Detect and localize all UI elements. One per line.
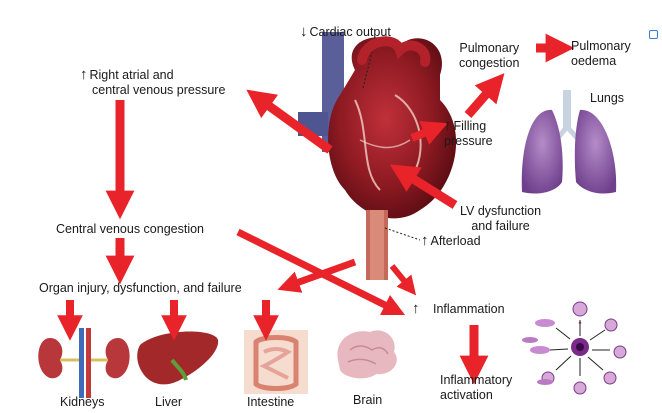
intestine-illustration bbox=[244, 330, 308, 394]
arrow-heart-to-right-atrial bbox=[246, 89, 333, 154]
inflammation-label: ↑ Inflammation bbox=[412, 300, 505, 317]
right-atrial-pressure-label: ↑Right atrial and central venous pressur… bbox=[80, 66, 226, 97]
arrow-central-venous-to-brain bbox=[236, 228, 406, 316]
kidneys-label: Kidneys bbox=[60, 395, 105, 409]
arrow-filling-to-pulmonary-congestion bbox=[464, 73, 505, 118]
liver-illustration bbox=[137, 331, 219, 385]
arrow-heart-to-inflammation bbox=[389, 264, 417, 296]
inflammatory-cells-illustration bbox=[522, 301, 627, 395]
arrow-lv-into-heart bbox=[389, 164, 458, 209]
central-venous-congestion-label: Central venous congestion bbox=[56, 222, 205, 236]
up-arrow-symbol: ↑ bbox=[421, 232, 429, 249]
lungs-label: Lungs bbox=[590, 91, 625, 105]
kidneys-illustration bbox=[38, 328, 130, 398]
pulmonary-congestion-label: Pulmonary congestion bbox=[459, 41, 520, 70]
organ-injury-label: Organ injury, dysfunction, and failure bbox=[39, 281, 242, 295]
flow-arrows bbox=[57, 33, 575, 385]
up-arrow-symbol: ↑ bbox=[80, 66, 88, 83]
up-arrow-symbol: ↑ bbox=[412, 300, 420, 317]
up-arrow-symbol: ↑ bbox=[444, 117, 452, 134]
cardiac-output-label: ↓Cardiac output bbox=[300, 23, 391, 40]
down-arrow-symbol: ↓ bbox=[300, 23, 308, 40]
filling-pressure-label: ↑Filling pressure bbox=[444, 117, 493, 148]
afterload-label: ↑Afterload bbox=[421, 232, 481, 249]
expand-icon[interactable] bbox=[649, 30, 658, 39]
arrow-heart-to-filling-pressure bbox=[410, 121, 448, 145]
brain-label: Brain bbox=[353, 393, 383, 407]
intestine-label: Intestine bbox=[247, 395, 295, 409]
brain-illustration bbox=[337, 330, 397, 379]
heart-illustration bbox=[298, 32, 457, 280]
inflammatory-activation-label: Inflammatory activation bbox=[440, 373, 513, 402]
lv-dysfunction-label: LV dysfunction and failure bbox=[460, 204, 542, 233]
pulmonary-oedema-label: Pulmonary oedema bbox=[571, 39, 631, 68]
liver-label: Liver bbox=[155, 395, 183, 409]
lungs-illustration bbox=[521, 90, 617, 194]
arrow-heart-to-organ-injury bbox=[277, 258, 357, 293]
